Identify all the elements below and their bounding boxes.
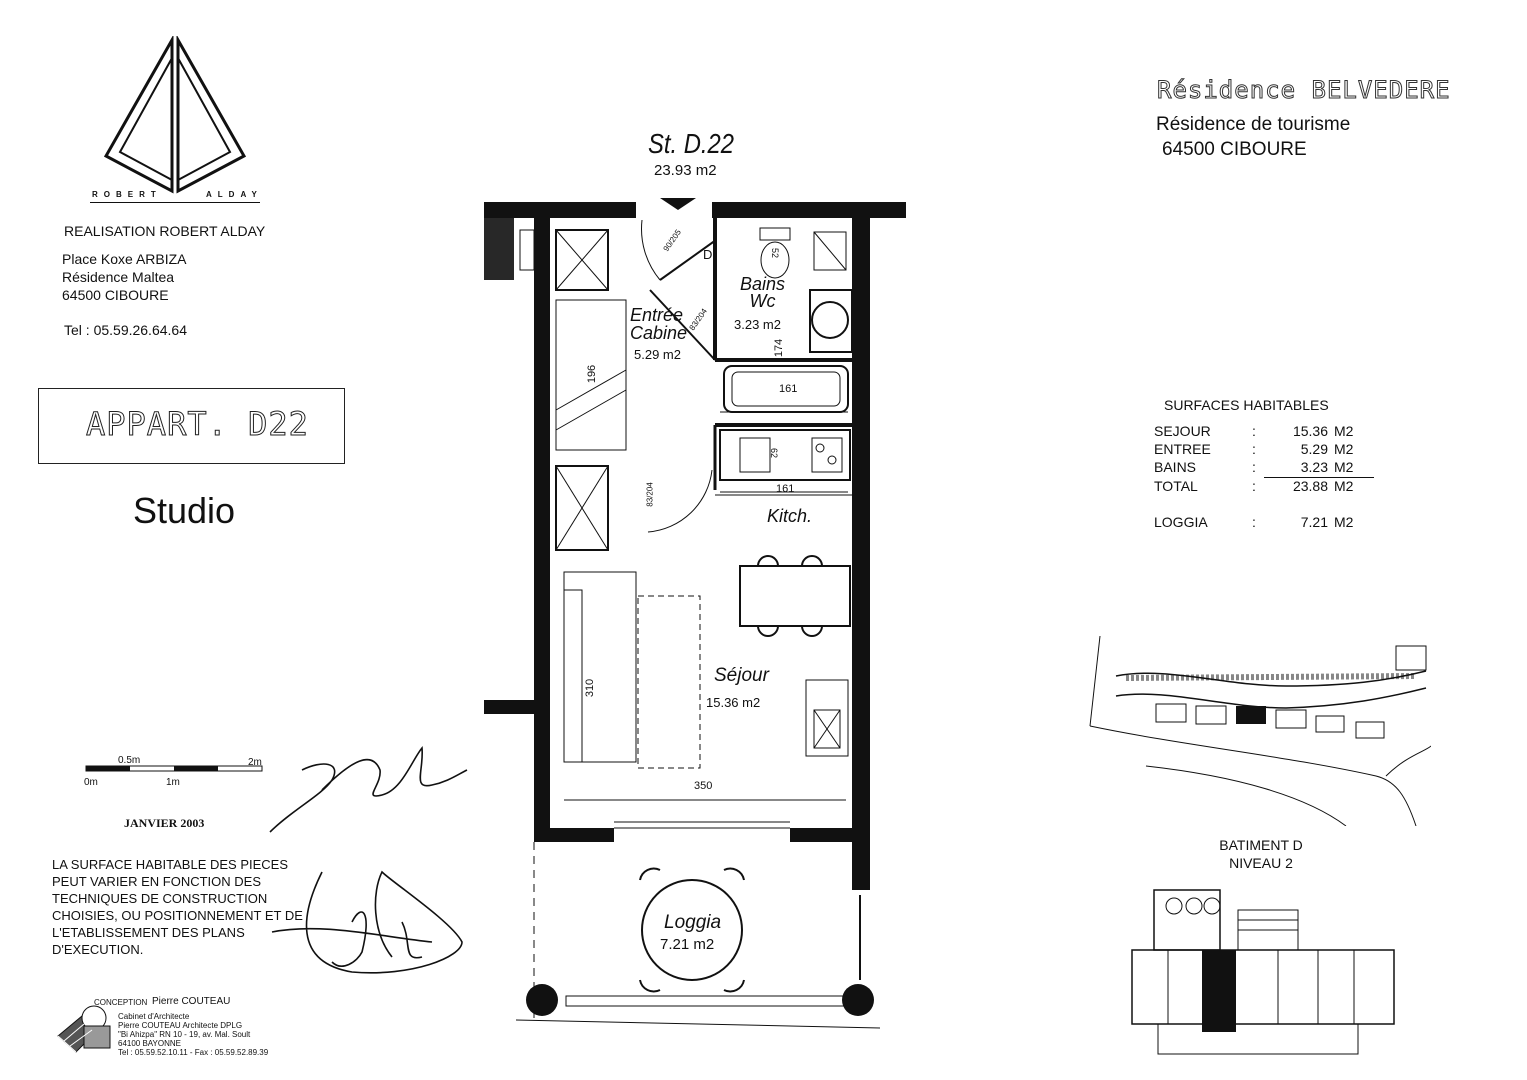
surfaces-title: SURFACES HABITABLES xyxy=(1164,397,1329,413)
room-sejour: Séjour xyxy=(714,665,769,686)
dimension-label: 310 xyxy=(584,678,597,698)
appart-label: APPART. D22 xyxy=(86,405,309,444)
couteau-logo xyxy=(57,1005,111,1053)
surface-label: SEJOUR xyxy=(1154,423,1211,439)
note-line: PEUT VARIER EN FONCTION DES xyxy=(52,874,261,889)
site-map xyxy=(1089,635,1431,826)
room-area: 3.23 m2 xyxy=(734,317,781,332)
room-name: Entrée xyxy=(630,305,684,325)
plan-date: JANVIER 2003 xyxy=(124,816,205,830)
room-kitch: Kitch. xyxy=(767,506,813,526)
surface-unit: M2 xyxy=(1334,423,1354,439)
residence-name: Résidence BELVEDERE xyxy=(1157,76,1451,105)
note-line: LA SURFACE HABITABLE DES PIECES xyxy=(52,857,289,872)
appart-label-box xyxy=(38,388,345,464)
surface-sep: : xyxy=(1252,478,1256,494)
surfaces-table: SEJOUR : 15.36 M2 ENTREE : 5.29 M2 BAINS… xyxy=(1154,423,1374,532)
conception-line: "Bi Ahizpa" RN 10 - 19, av. Mal. Soult xyxy=(118,1030,251,1039)
surface-row: TOTAL : 23.88 M2 xyxy=(1154,478,1374,496)
signature-bottom xyxy=(271,870,463,974)
realisation-title: REALISATION ROBERT ALDAY xyxy=(64,223,266,239)
scale-label: 0.5m xyxy=(118,755,141,766)
note-line: TECHNIQUES DE CONSTRUCTION xyxy=(52,891,268,906)
logo-name-right: ALDAY xyxy=(206,190,263,199)
surface-sep: : xyxy=(1252,514,1256,530)
floor-plan xyxy=(484,198,906,1029)
unit-area: 23.93 m2 xyxy=(654,162,717,179)
scale-label: 1m xyxy=(166,777,180,788)
note-line: D'EXECUTION. xyxy=(52,942,144,957)
dimension-label: 350 xyxy=(694,780,713,792)
scale-bar xyxy=(85,765,263,772)
surface-unit: M2 xyxy=(1334,441,1354,457)
batiment-line: NIVEAU 2 xyxy=(1229,855,1293,871)
realisation-tel: Tel : 05.59.26.64.64 xyxy=(64,322,187,338)
surface-sep: : xyxy=(1252,459,1256,475)
dimension-label: 174 xyxy=(773,338,786,358)
batiment-label: BATIMENT D NIVEAU 2 xyxy=(1206,836,1316,872)
unit-id: St. D.22 xyxy=(648,128,734,159)
surface-row: LOGGIA : 7.21 M2 xyxy=(1154,514,1374,532)
signature-top xyxy=(269,746,468,833)
room-name-2: Wc xyxy=(749,291,776,311)
conception-line: Cabinet d'Architecte xyxy=(118,1012,190,1021)
logo-rule xyxy=(90,202,260,203)
dimension-label: 161 xyxy=(776,483,795,495)
room-bains: Bains Wc xyxy=(740,274,786,311)
surface-unit: M2 xyxy=(1334,478,1354,494)
room-area: 15.36 m2 xyxy=(706,695,761,710)
room-name: Bains xyxy=(740,274,786,294)
dimension-label: 62 xyxy=(769,447,780,459)
dimension-label: 52 xyxy=(770,247,781,259)
apartment-type: Studio xyxy=(133,490,236,531)
door-label: 83/204 xyxy=(645,482,655,507)
realisation-address: Place Koxe ARBIZA Résidence Maltea 64500… xyxy=(62,250,187,304)
conception-line: Pierre COUTEAU Architecte DPLG xyxy=(118,1021,243,1030)
residence-subtitle: Résidence de tourisme xyxy=(1156,114,1351,135)
surface-label: BAINS xyxy=(1154,459,1197,475)
surface-row: SEJOUR : 15.36 M2 xyxy=(1154,423,1374,441)
note-line: CHOISIES, OU POSITIONNEMENT ET DE xyxy=(52,908,303,923)
door-marker: D xyxy=(703,247,713,262)
residence-city: 64500 CIBOURE xyxy=(1162,139,1307,160)
logo-name-left: ROBERT xyxy=(92,190,162,199)
address-line: Place Koxe ARBIZA xyxy=(62,251,187,267)
room-entree: Entrée Cabine xyxy=(630,306,687,342)
building-key-plan xyxy=(1131,889,1395,1055)
room-area: 7.21 m2 xyxy=(660,936,715,953)
surface-value: 15.36 xyxy=(1292,423,1328,439)
address-line: Résidence Maltea xyxy=(62,269,175,285)
surface-sep: : xyxy=(1252,423,1256,439)
surface-label: ENTREE xyxy=(1154,441,1211,457)
surface-label: TOTAL xyxy=(1154,478,1198,494)
dimension-label: 161 xyxy=(779,383,798,395)
surface-sep: : xyxy=(1252,441,1256,457)
surface-disclaimer: LA SURFACE HABITABLE DES PIECES PEUT VAR… xyxy=(52,856,303,958)
room-name-2: Cabine xyxy=(630,323,688,343)
conception-line: Tel : 05.59.52.10.11 - Fax : 05.59.52.89… xyxy=(118,1048,269,1057)
conception-line: 64100 BAYONNE xyxy=(118,1039,181,1048)
surface-value: 23.88 xyxy=(1292,478,1328,494)
scale-label: 2m xyxy=(248,757,262,768)
conception-name: Pierre COUTEAU xyxy=(152,996,231,1007)
alday-logo xyxy=(103,36,247,194)
conception-details: Cabinet d'Architecte Pierre COUTEAU Arch… xyxy=(118,1012,268,1057)
scale-label: 0m xyxy=(84,777,98,788)
batiment-line: BATIMENT D xyxy=(1219,837,1303,853)
surface-label: LOGGIA xyxy=(1154,514,1208,530)
dimension-label: 196 xyxy=(586,364,599,384)
address-line: 64500 CIBOURE xyxy=(62,287,169,303)
room-area: 5.29 m2 xyxy=(634,347,681,362)
surface-value: 5.29 xyxy=(1300,441,1328,457)
conception-label: CONCEPTION xyxy=(94,998,148,1007)
surface-row: BAINS : 3.23 M2 xyxy=(1154,459,1374,478)
surface-value: 3.23 xyxy=(1300,459,1328,475)
surface-row: ENTREE : 5.29 M2 xyxy=(1154,441,1374,459)
room-loggia: Loggia xyxy=(664,912,722,933)
note-line: L'ETABLISSEMENT DES PLANS xyxy=(52,925,245,940)
surface-unit: M2 xyxy=(1334,514,1354,530)
surface-value: 7.21 xyxy=(1300,514,1328,530)
surface-unit: M2 xyxy=(1334,459,1354,475)
